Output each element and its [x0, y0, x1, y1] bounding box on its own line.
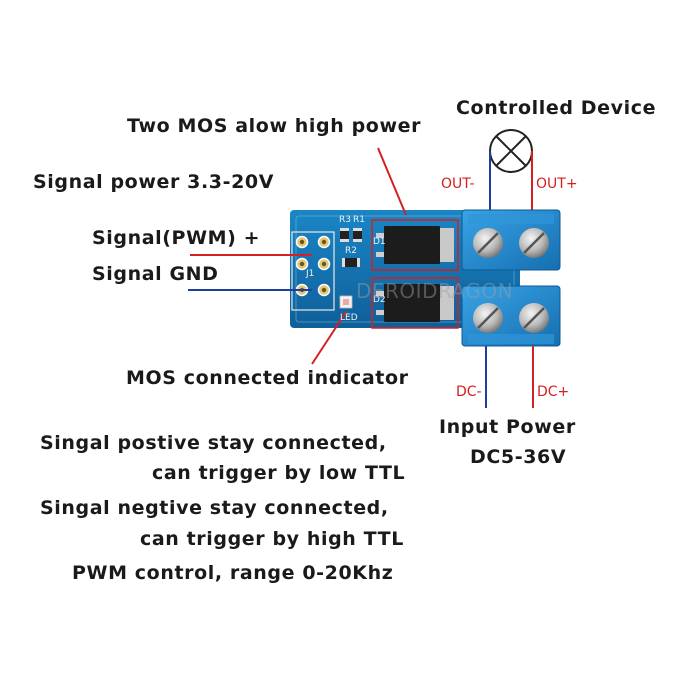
label-input-voltage: DC5-36V: [470, 446, 567, 468]
board-label-r2: R2: [345, 246, 357, 256]
output-terminal-block: [461, 209, 561, 271]
label-two-mos: Two MOS alow high power: [127, 115, 422, 137]
board-label-d2: D2: [373, 295, 386, 305]
board-label-r1: R1: [353, 215, 365, 225]
label-dc-minus: DC-: [456, 384, 482, 400]
label-dc-plus: DC+: [537, 384, 570, 400]
resistor-r3: [340, 228, 349, 242]
label-signal-power: Signal power 3.3-20V: [33, 171, 275, 193]
note-pwm-range: PWM control, range 0-20Khz: [72, 562, 394, 584]
label-mos-indicator: MOS connected indicator: [126, 367, 409, 389]
board-label-led: LED: [340, 313, 358, 323]
label-input-power: Input Power: [439, 416, 576, 438]
mos-callout-line: [377, 147, 407, 216]
resistor-r1: [353, 228, 362, 242]
note-positive-line-2: can trigger by low TTL: [152, 462, 406, 484]
label-signal-gnd: Signal GND: [92, 263, 219, 285]
input-terminal-block: [461, 285, 561, 347]
label-signal-pwm: Signal(PWM) +: [92, 227, 261, 249]
mosfet-d2: [371, 277, 459, 329]
note-negative-line-2: can trigger by high TTL: [140, 528, 404, 550]
lamp-icon: [489, 129, 533, 173]
label-out-plus: OUT+: [536, 176, 578, 192]
mosfet-d1: [371, 219, 459, 271]
label-controlled-device: Controlled Device: [456, 97, 657, 119]
board-label-j1: J1: [306, 269, 315, 279]
led-chip: [339, 295, 353, 309]
note-positive-line-1: Singal postive stay connected,: [40, 432, 387, 454]
resistor-r2: [342, 258, 360, 267]
board-label-r3: R3: [339, 215, 351, 225]
board-label-d1: D1: [373, 237, 386, 247]
indicator-callout-line: [311, 311, 347, 365]
label-out-minus: OUT-: [441, 176, 475, 192]
note-negative-line-1: Singal negtive stay connected,: [40, 497, 389, 519]
watermark: DEROIDRAGON: [356, 279, 514, 303]
